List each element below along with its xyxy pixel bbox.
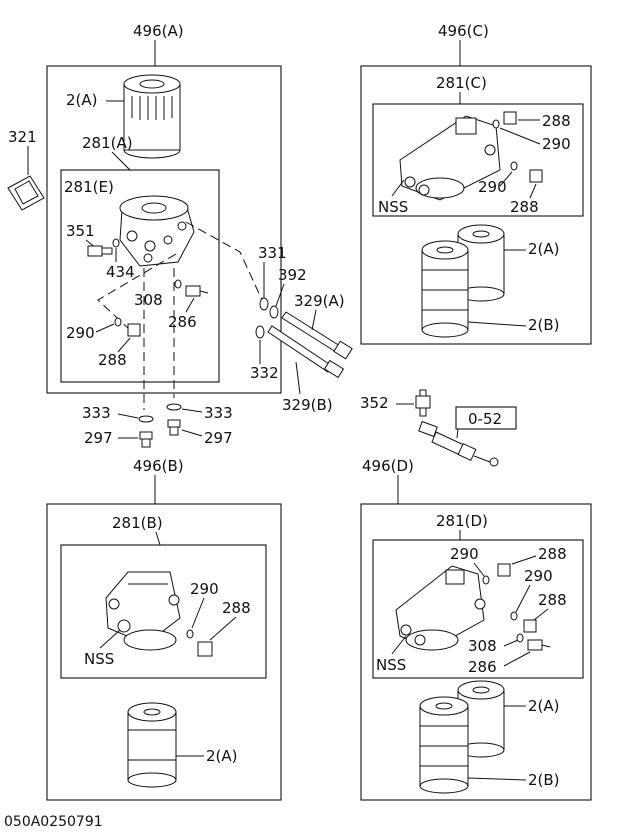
oring-290-part-c-bottom [510,161,518,171]
washer-331-part [259,297,269,311]
oring-290-part-b [186,629,194,639]
ref-052-label: 0-52 [468,410,502,428]
oring-290-part-c-top [492,119,500,129]
head-281d-label: 281(D) [436,512,488,530]
plug-288-label-c-bottom: 288 [510,198,539,216]
plug-297-label-left: 297 [84,429,113,447]
bolt-308-label: 308 [134,291,163,309]
bolt-329b-label: 329(B) [282,396,333,414]
oring-290-label-d-top: 290 [450,545,479,563]
bolt-329b-part [267,325,345,379]
washer-333-label-right: 333 [204,404,233,422]
plug-288-label-c-top: 288 [542,112,571,130]
filter-2a-label-d: 2(A) [528,697,560,715]
filter-2b-label-d: 2(B) [528,771,560,789]
head-281d-frame [372,539,584,679]
assy-496a-frame [46,65,282,394]
plug-288-part-d-mid [523,619,537,633]
gasket-321-part [7,175,45,211]
oring-290-label-c-top: 290 [542,135,571,153]
filter-2a-label-b: 2(A) [206,747,238,765]
plug-351-part [87,245,113,257]
sensor-352-part [415,389,431,417]
sensor-352-label: 352 [360,394,389,412]
washer-333-part-right [166,403,182,411]
nss-label-b: NSS [84,650,114,668]
assy-496c-frame [360,65,592,345]
nss-label-c: NSS [378,198,408,216]
filter-head-281c [399,115,501,201]
assy-496a-label: 496(A) [133,22,184,40]
washer-333-label-left: 333 [82,404,111,422]
gasket-321-label: 321 [8,128,37,146]
plug-288-part-b [197,641,213,657]
head-281c-label: 281(C) [436,74,487,92]
plug-297-label-right: 297 [204,429,233,447]
filter-2a-label-c: 2(A) [528,240,560,258]
washer-392-label: 392 [278,266,307,284]
filter-2b-label-c: 2(B) [528,316,560,334]
oring-308-part-d [516,633,524,643]
oring-434-label: 434 [106,263,135,281]
filter-2a-label: 2(A) [66,91,98,109]
plug-351-label: 351 [66,222,95,240]
filter-cartridge-b [127,702,177,788]
washer-392-part [269,305,279,319]
oring-290-label-b: 290 [190,580,219,598]
ref-052-box [455,406,517,430]
head-281a-frame [60,169,220,383]
nss-label-d: NSS [376,656,406,674]
harness-connector-052 [418,420,499,467]
assy-496c-label: 496(C) [438,22,489,40]
plug-288-label-a: 288 [98,351,127,369]
plug-288-part-c-top [503,111,517,125]
filter-head-281e [119,195,195,267]
head-281b-label: 281(B) [112,514,163,532]
fitting-286-label-d: 286 [468,658,497,676]
washer-332-label: 332 [250,364,279,382]
oring-434-part [112,238,120,248]
oring-290-label-c-bottom: 290 [478,178,507,196]
plug-297-part-right [167,419,181,436]
filter-head-281b [105,571,181,651]
plug-288-part-d-top [497,563,511,577]
assy-496d-label: 496(D) [362,457,414,475]
bolt-329a-part [281,311,353,360]
washer-333-part-left [138,415,154,423]
fitting-286-label: 286 [168,313,197,331]
drawing-number: 050A0250791 [4,814,103,830]
washer-331-label: 331 [258,244,287,262]
filter-cartridge-d-front [419,696,469,794]
head-281e-label: 281(E) [64,178,114,196]
filter-cartridge-a [123,74,181,159]
assy-496b-frame [46,503,282,801]
plug-288-part-c-bottom [529,169,543,183]
plug-297-part-left [139,431,153,448]
filter-head-281d [395,565,486,651]
filter-cartridge-c-front [421,240,469,338]
plug-288-label-d-top: 288 [538,545,567,563]
fitting-286-part-d [527,639,551,651]
washer-332-part [255,325,265,339]
head-281c-frame [372,103,584,217]
oring-290-part-a [114,317,122,327]
fitting-286-part [185,285,209,297]
assy-496d-frame [360,503,592,801]
oring-290-part-d-top [482,575,490,585]
oring-290-label-d-mid: 290 [524,567,553,585]
plug-288-label-b: 288 [222,599,251,617]
plug-288-label-d-mid: 288 [538,591,567,609]
bolt-308-label-d: 308 [468,637,497,655]
bolt-329a-label: 329(A) [294,292,345,310]
assy-496b-label: 496(B) [133,457,184,475]
oring-290-label-a: 290 [66,324,95,342]
plug-288-part-a [127,323,141,337]
oring-308-part [174,279,182,289]
oring-290-part-d-mid [510,611,518,621]
head-281b-frame [60,544,267,679]
head-281a-label: 281(A) [82,134,133,152]
